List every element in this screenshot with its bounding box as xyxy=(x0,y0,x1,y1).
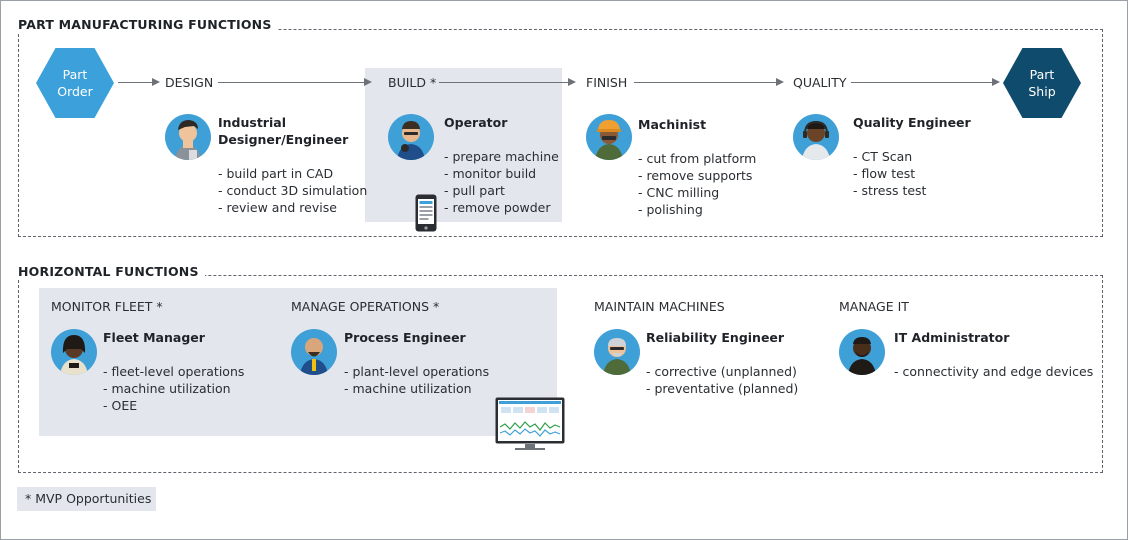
stage-quality: QUALITY xyxy=(793,75,847,90)
designer-avatar-icon xyxy=(165,114,211,160)
process-engineer-role: Process Engineer xyxy=(344,330,466,345)
fleet-manager-avatar-icon xyxy=(51,329,97,375)
mvp-opportunities-note: * MVP Opportunities xyxy=(17,487,156,511)
task-item: machine utilization xyxy=(103,380,244,397)
designer-role: Industrial Designer/Engineer xyxy=(218,115,349,147)
flow-arrow-3 xyxy=(439,82,570,83)
operator-role: Operator xyxy=(444,115,508,130)
it-administrator-avatar-icon xyxy=(839,329,885,375)
designer-tasks: build part in CAD conduct 3D simulation … xyxy=(218,165,367,216)
task-item: preventative (planned) xyxy=(646,380,798,397)
part-manufacturing-box xyxy=(18,29,1103,237)
flow-arrow-4 xyxy=(634,82,778,83)
category-maintain-machines: MAINTAIN MACHINES xyxy=(594,299,725,314)
process-engineer-tasks: plant-level operations machine utilizati… xyxy=(344,363,489,397)
category-manage-it: MANAGE IT xyxy=(839,299,909,314)
task-item: remove powder xyxy=(444,199,559,216)
stage-build: BUILD * xyxy=(388,75,437,90)
flow-arrowhead-3 xyxy=(568,78,576,86)
task-item: flow test xyxy=(853,165,926,182)
fleet-manager-tasks: fleet-level operations machine utilizati… xyxy=(103,363,244,414)
machinist-role: Machinist xyxy=(638,117,707,132)
it-administrator-role: IT Administrator xyxy=(894,330,1010,345)
flow-arrow-5 xyxy=(851,82,994,83)
stage-finish: FINISH xyxy=(586,75,628,90)
task-item: cut from platform xyxy=(638,150,756,167)
task-item: prepare machine xyxy=(444,148,558,165)
flow-arrow-1 xyxy=(118,82,154,83)
operator-tasks: prepare machine monitor build pull part … xyxy=(444,148,559,216)
category-monitor-fleet: MONITOR FLEET * xyxy=(51,299,163,314)
quality-engineer-role: Quality Engineer xyxy=(853,115,971,130)
task-item: connectivity and edge devices xyxy=(894,363,1093,380)
monitor-icon xyxy=(495,397,565,455)
task-item: build part in CAD xyxy=(218,165,367,182)
flow-arrowhead-2 xyxy=(364,78,372,86)
part-ship-label: Part Ship xyxy=(1028,67,1056,99)
quality-engineer-avatar-icon xyxy=(793,114,839,160)
reliability-engineer-tasks: corrective (unplanned) preventative (pla… xyxy=(646,363,798,397)
task-item: pull part xyxy=(444,182,559,199)
task-item: monitor build xyxy=(444,165,559,182)
task-item: plant-level operations xyxy=(344,363,489,380)
flow-arrowhead-1 xyxy=(152,78,160,86)
flow-arrowhead-5 xyxy=(992,78,1000,86)
category-manage-operations: MANAGE OPERATIONS * xyxy=(291,299,440,314)
tablet-icon xyxy=(415,194,437,236)
machinist-avatar-icon xyxy=(586,114,632,160)
reliability-engineer-avatar-icon xyxy=(594,329,640,375)
process-engineer-avatar-icon xyxy=(291,329,337,375)
task-item: polishing xyxy=(638,201,756,218)
task-item: stress test xyxy=(853,182,926,199)
task-item: remove supports xyxy=(638,167,756,184)
quality-engineer-tasks: CT Scan flow test stress test xyxy=(853,148,926,199)
horizontal-functions-title: HORIZONTAL FUNCTIONS xyxy=(18,264,205,279)
task-item: CNC milling xyxy=(638,184,756,201)
task-item: OEE xyxy=(103,397,244,414)
flow-arrow-2 xyxy=(218,82,366,83)
operator-avatar-icon xyxy=(388,114,434,160)
flow-arrowhead-4 xyxy=(776,78,784,86)
task-item: machine utilization xyxy=(344,380,489,397)
task-item: conduct 3D simulation xyxy=(218,182,367,199)
part-order-label: Part Order xyxy=(57,67,93,99)
horizontal-functions-box xyxy=(18,275,1103,473)
task-item: CT Scan xyxy=(853,148,926,165)
stage-design: DESIGN xyxy=(165,75,214,90)
it-administrator-tasks: connectivity and edge devices xyxy=(894,363,1093,380)
task-item: corrective (unplanned) xyxy=(646,363,798,380)
machinist-tasks: cut from platform remove supports CNC mi… xyxy=(638,150,756,218)
reliability-engineer-role: Reliability Engineer xyxy=(646,330,785,345)
fleet-manager-role: Fleet Manager xyxy=(103,330,205,345)
part-manufacturing-title: PART MANUFACTURING FUNCTIONS xyxy=(18,17,278,32)
task-item: fleet-level operations xyxy=(103,363,244,380)
task-item: review and revise xyxy=(218,199,367,216)
